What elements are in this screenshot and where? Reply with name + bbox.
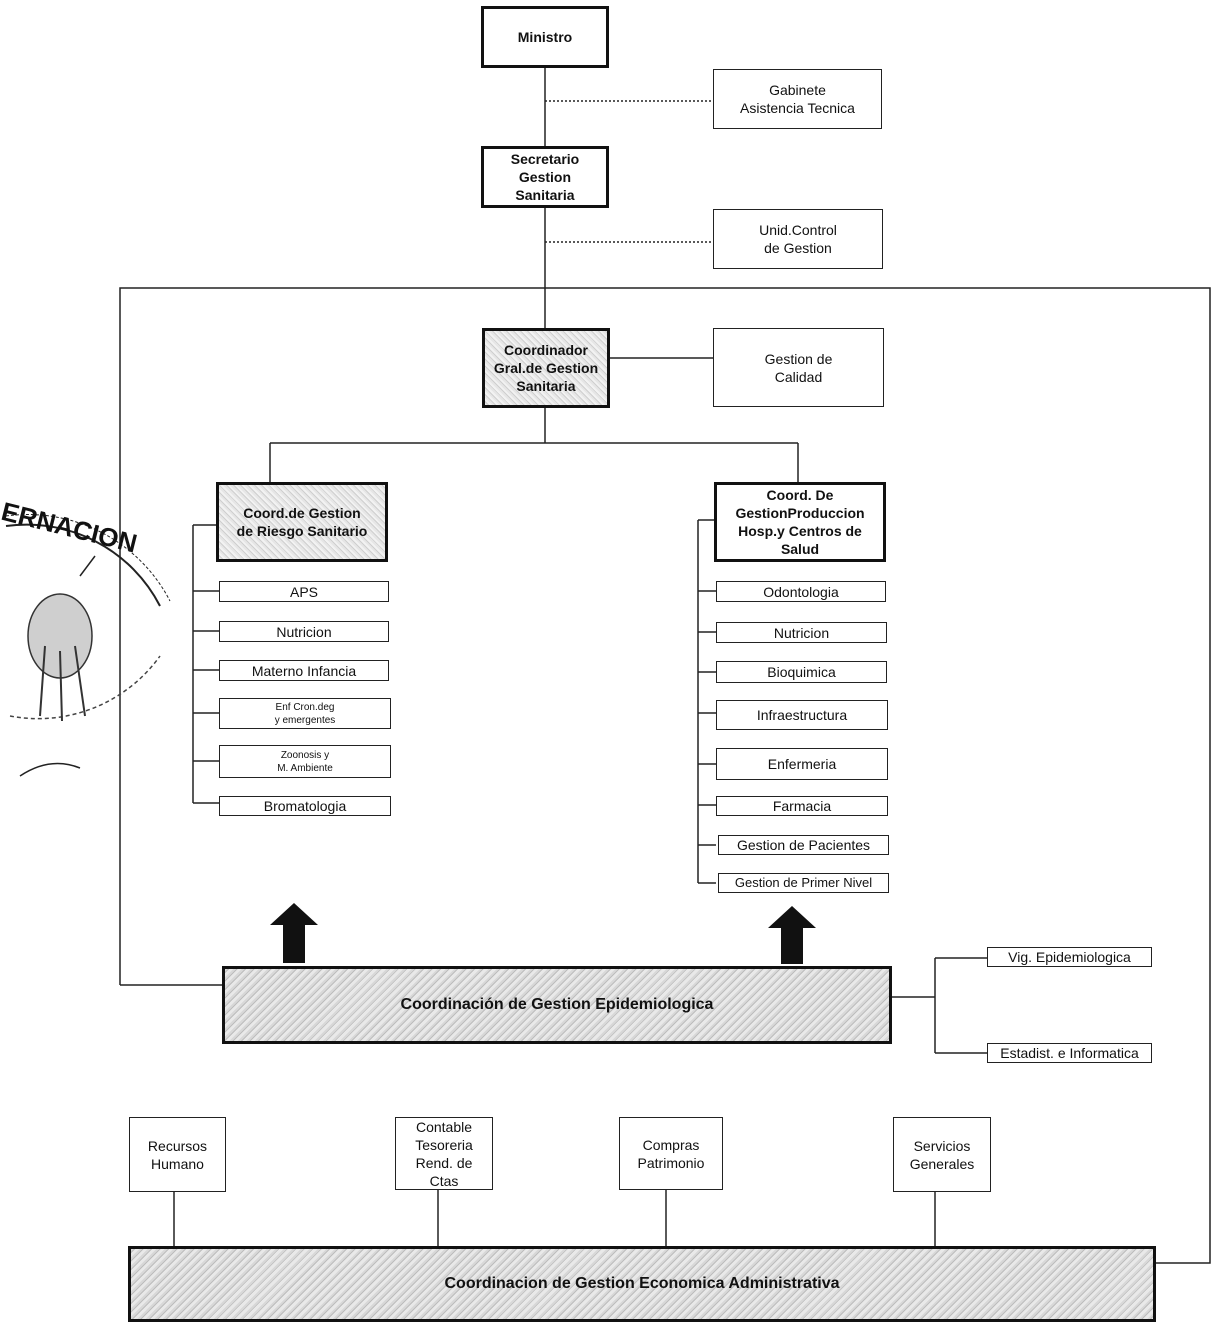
contable-tesoreria-box: Contable Tesoreria Rend. de Ctas <box>395 1117 493 1190</box>
right-item-odontologia: Odontologia <box>716 581 886 602</box>
right-item-farmacia: Farmacia <box>716 796 888 816</box>
recursos-humano-box: Recursos Humano <box>129 1117 226 1192</box>
estadist-informatica-box: Estadist. e Informatica <box>987 1043 1152 1063</box>
up-arrow-icon <box>270 903 318 963</box>
secretario-box: Secretario Gestion Sanitaria <box>481 146 609 208</box>
servicios-generales-box: Servicios Generales <box>893 1117 991 1192</box>
left-item-aps: APS <box>219 581 389 602</box>
coord-riesgo-sanitario-box: Coord.de Gestion de Riesgo Sanitario <box>216 482 388 562</box>
unid-control-box: Unid.Control de Gestion <box>713 209 883 269</box>
coordinador-gral-box: Coordinador Gral.de Gestion Sanitaria <box>482 328 610 408</box>
left-item-nutricion: Nutricion <box>219 621 389 642</box>
stamp-seal-icon: ERNACION <box>0 496 171 777</box>
ministro-box: Ministro <box>481 6 609 68</box>
right-item-infraestructura: Infraestructura <box>716 700 888 730</box>
gestion-calidad-box: Gestion de Calidad <box>713 328 884 407</box>
right-item-gestion-pacientes: Gestion de Pacientes <box>718 835 889 855</box>
right-item-bioquimica: Bioquimica <box>716 661 887 683</box>
left-item-zoonosis: Zoonosis y M. Ambiente <box>219 745 391 778</box>
compras-patrimonio-box: Compras Patrimonio <box>619 1117 723 1190</box>
coord-produccion-hosp-box: Coord. De GestionProduccion Hosp.y Centr… <box>714 482 886 562</box>
right-item-gestion-primer-nivel: Gestion de Primer Nivel <box>718 873 889 893</box>
right-item-enfermeria: Enfermeria <box>716 748 888 780</box>
left-item-bromatologia: Bromatologia <box>219 796 391 816</box>
coord-economica-administrativa-box: Coordinacion de Gestion Economica Admini… <box>128 1246 1156 1322</box>
right-item-nutricion: Nutricion <box>716 622 887 643</box>
seal-text: ERNACION <box>0 496 140 559</box>
left-item-enf-cron: Enf Cron.deg y emergentes <box>219 698 391 729</box>
gabinete-box: Gabinete Asistencia Tecnica <box>713 69 882 129</box>
left-item-materno-infancia: Materno Infancia <box>219 660 389 681</box>
up-arrow-icon <box>768 906 816 964</box>
coord-epidemiologica-box: Coordinación de Gestion Epidemiologica <box>222 966 892 1044</box>
vig-epidemiologica-box: Vig. Epidemiologica <box>987 947 1152 967</box>
